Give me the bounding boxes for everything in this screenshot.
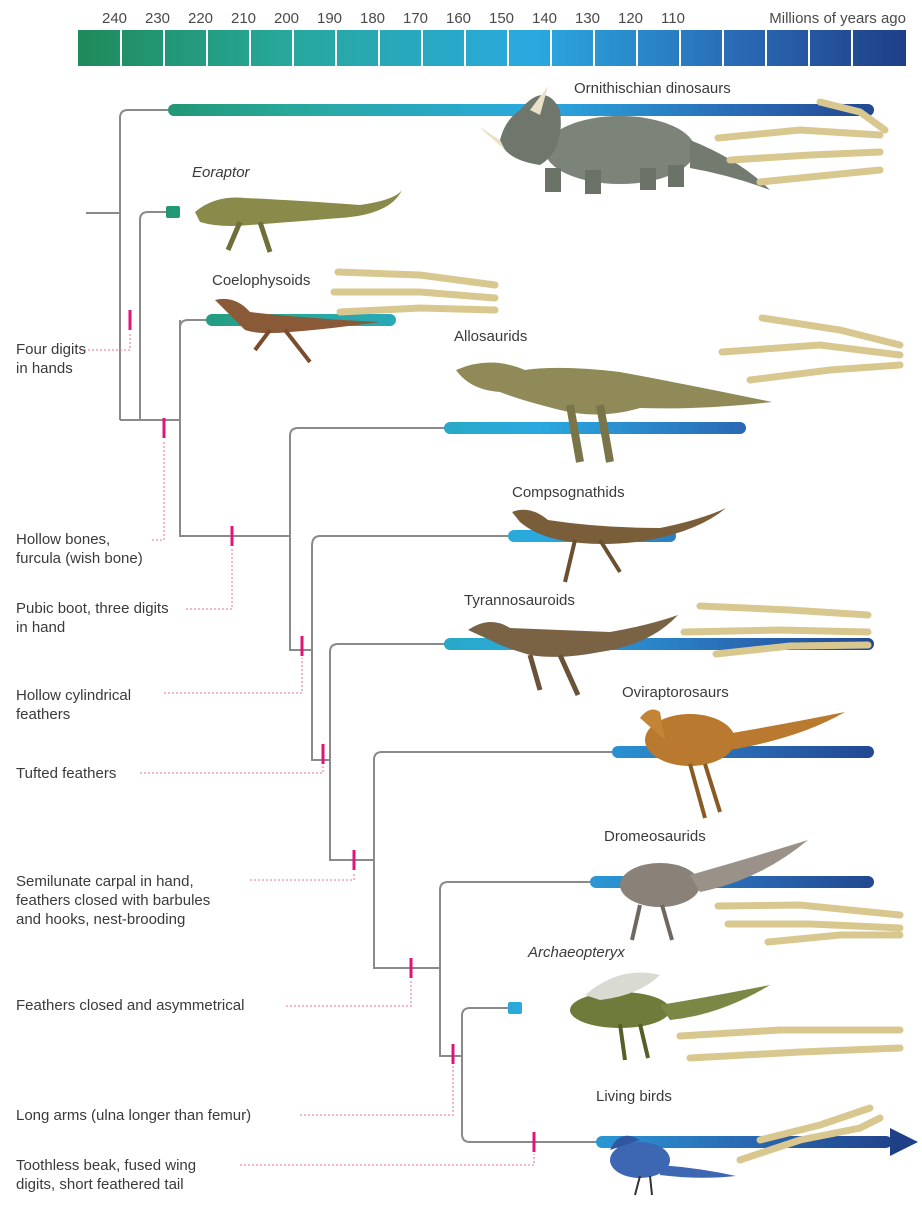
clade-label-compsognathids: Compsognathids [512,484,625,501]
tick-label: 190 [317,10,342,27]
tick-label: 160 [446,10,471,27]
bar-eoraptor [166,206,180,218]
tick-label: 200 [274,10,299,27]
tick-label: 230 [145,10,170,27]
tick-label: 240 [102,10,127,27]
trait-hollow-bones: Hollow bones, furcula (wish bone) [16,530,143,568]
tick-label: 210 [231,10,256,27]
trait-toothless-beak: Toothless beak, fused wing digits, short… [16,1156,196,1194]
clade-label-eoraptor: Eoraptor [192,164,250,181]
clade-label-oviraptorosaurs: Oviraptorosaurs [622,684,729,701]
trait-tufted-feathers: Tufted feathers [16,764,116,783]
timescale-unit-label: Millions of years ago [769,10,906,27]
compsognathus-icon [512,508,726,582]
clade-label-tyrannosauroids: Tyrannosauroids [464,592,575,609]
clade-label-coelophysoids: Coelophysoids [212,272,310,289]
hand-skeleton-icon [334,272,495,312]
trait-markers [130,310,534,1152]
hand-skeleton-icon [718,905,900,942]
clade-label-living-birds: Living birds [596,1088,672,1105]
hand-skeleton-icon [740,1108,880,1160]
trait-asymmetrical-feathers: Feathers closed and asymmetrical [16,996,244,1015]
tick-label: 110 [661,10,685,27]
tick-label: 130 [575,10,600,27]
hand-skeleton-icon [680,1030,900,1058]
tick-label: 220 [188,10,213,27]
clade-label-ornithischian: Ornithischian dinosaurs [574,80,731,97]
clade-label-archaeopteryx: Archaeopteryx [528,944,625,961]
trait-leaders [80,332,534,1165]
present-arrow-icon [890,1128,918,1156]
tick-label: 120 [618,10,643,27]
trait-semilunate-carpal: Semilunate carpal in hand, feathers clos… [16,872,210,929]
timescale-bar [78,30,906,66]
bar-archaeopteryx [508,1002,522,1014]
tick-label: 150 [489,10,514,27]
trait-four-digits: Four digits in hands [16,340,86,378]
oviraptor-icon [640,710,845,818]
eoraptor-icon [195,190,402,252]
timescale-gradient [78,30,906,66]
clade-label-dromeosaurids: Dromeosaurids [604,828,706,845]
bar-allosaurids [444,422,746,434]
trait-pubic-boot: Pubic boot, three digits in hand [16,599,169,637]
trait-hollow-feathers: Hollow cylindrical feathers [16,686,131,724]
tyrannosauroid-icon [468,615,678,695]
tick-label: 180 [360,10,385,27]
hand-skeleton-icon [722,318,900,380]
allosaurus-icon [456,363,772,463]
archaeopteryx-icon [570,973,770,1061]
trait-long-arms: Long arms (ulna longer than femur) [16,1106,251,1125]
tick-label: 170 [403,10,428,27]
tick-label: 140 [532,10,557,27]
clade-label-allosaurids: Allosaurids [454,328,527,345]
